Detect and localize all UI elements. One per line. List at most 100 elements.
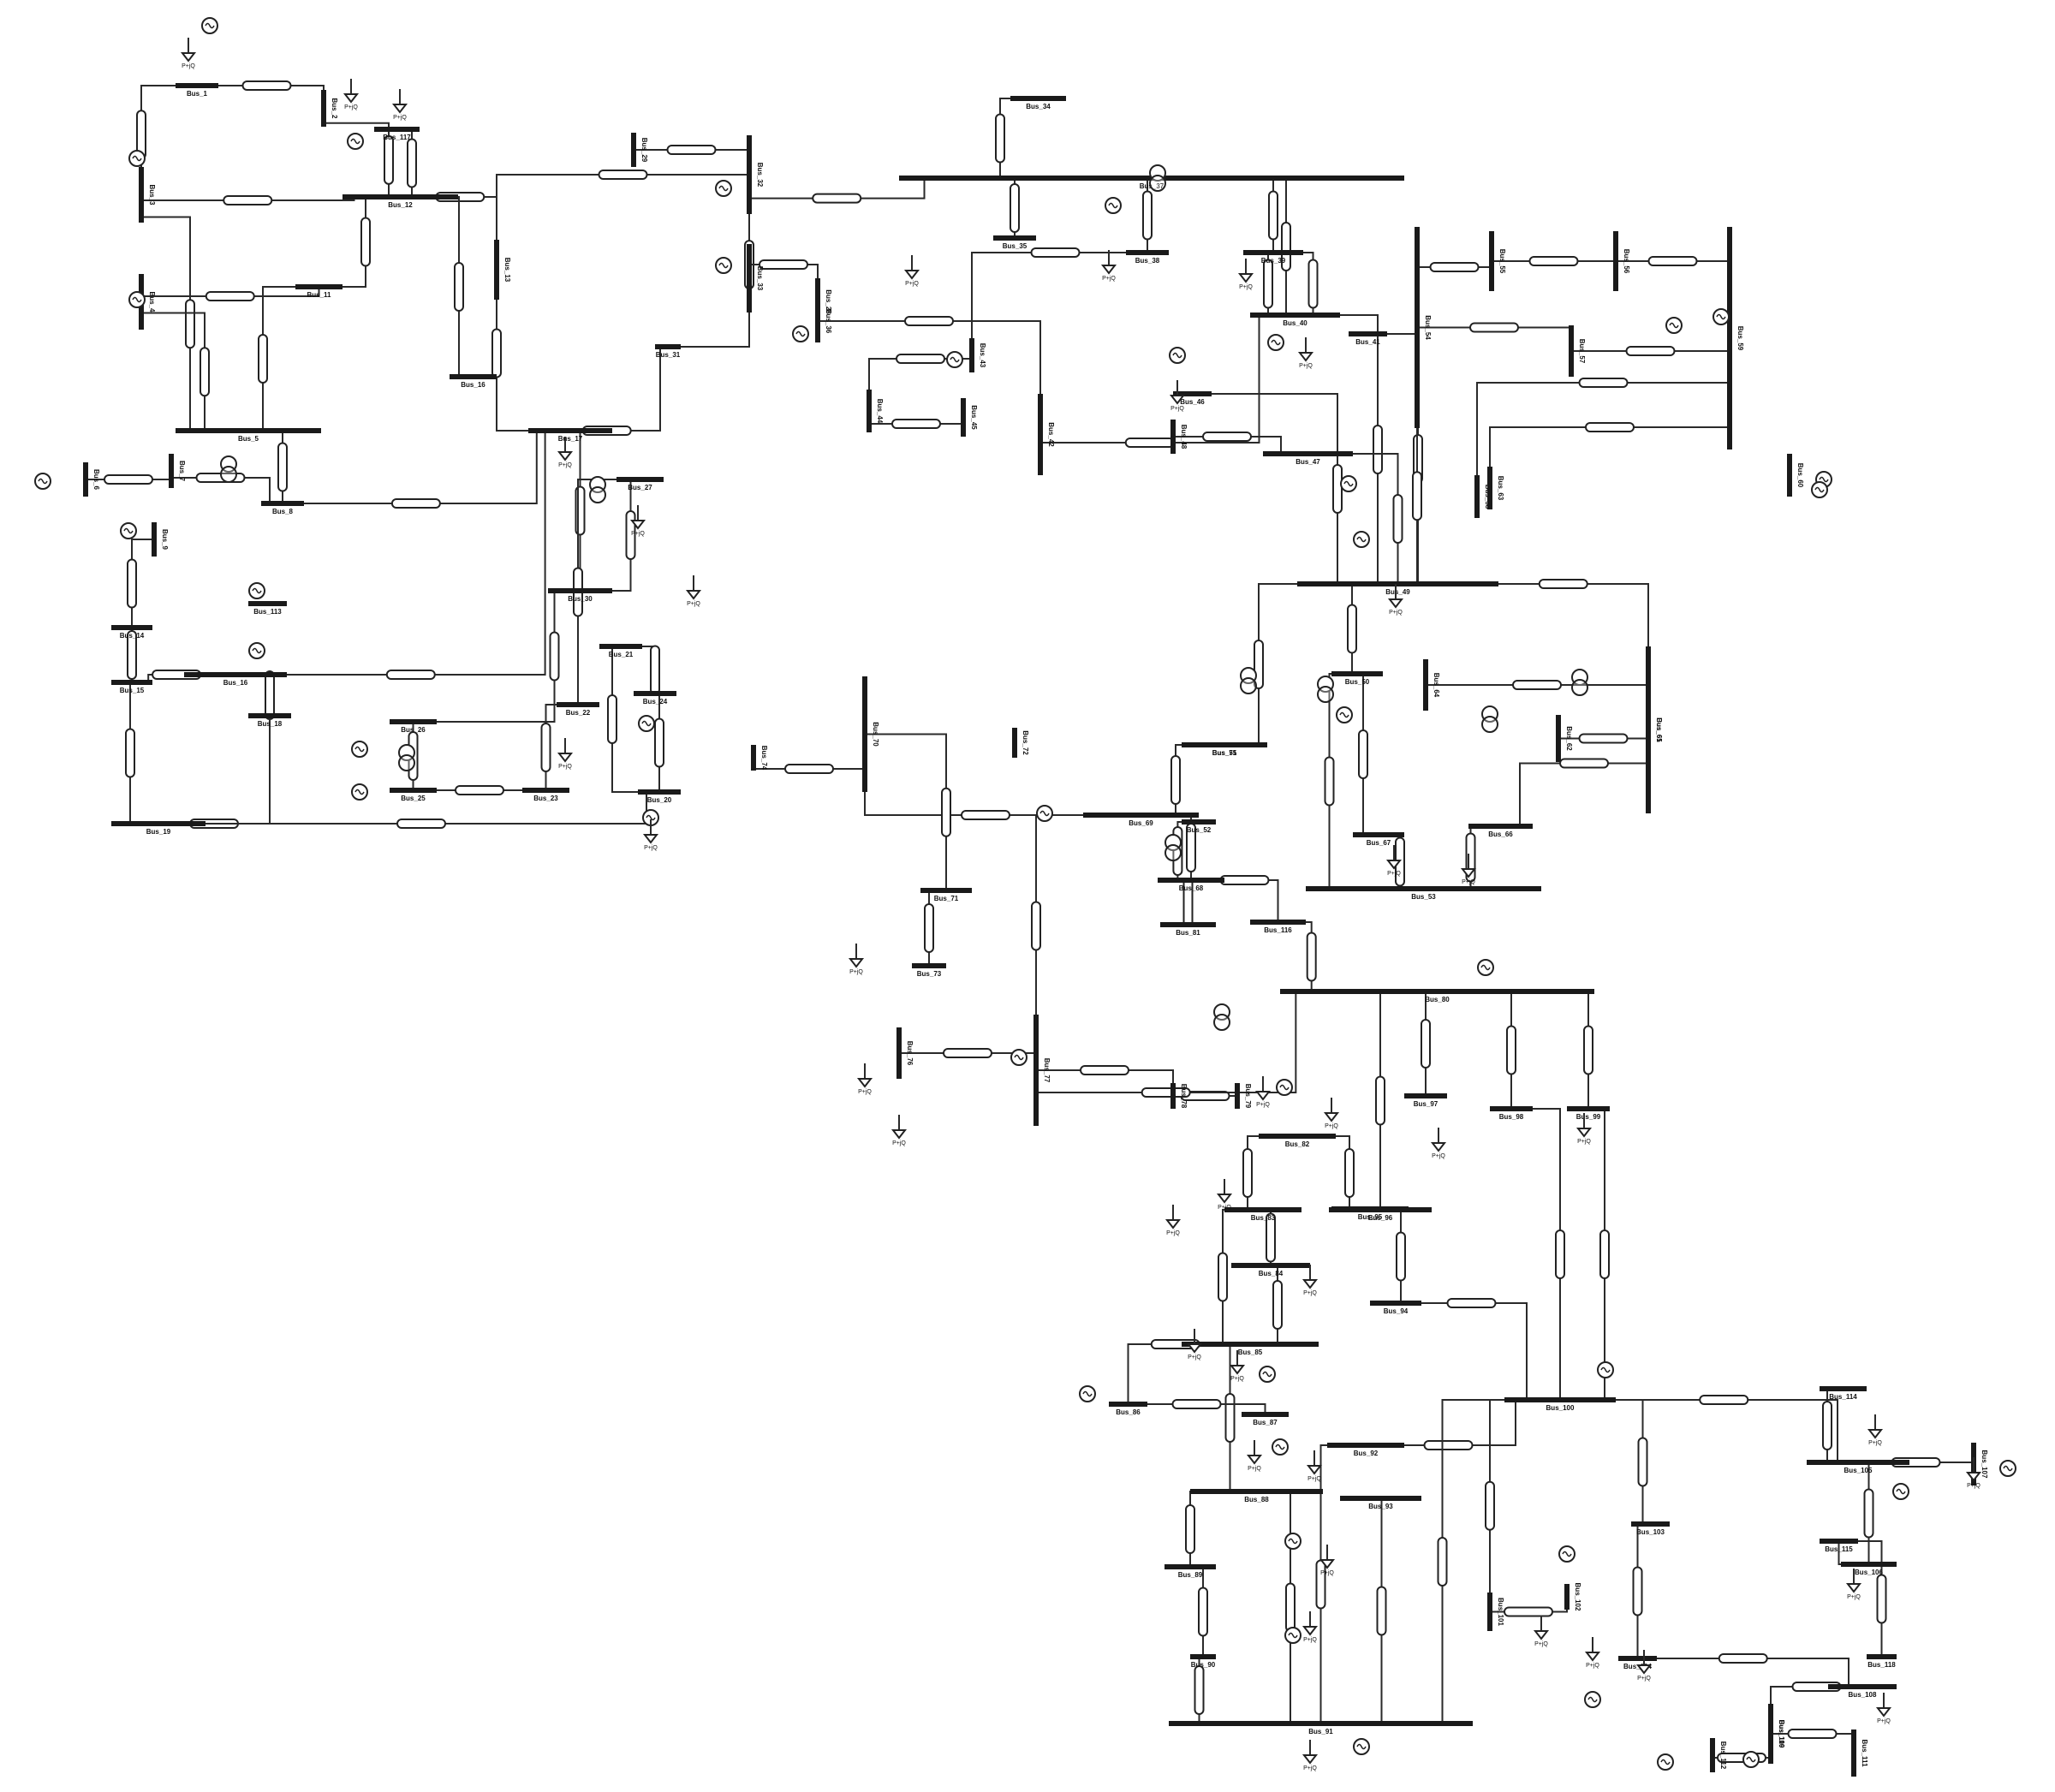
bus-bus_90[interactable]: Bus_90 <box>1190 1654 1216 1669</box>
load-icon[interactable]: P+jQ <box>1845 1569 1862 1600</box>
bus-bus_77[interactable]: Bus_77 <box>1033 1015 1051 1126</box>
transmission-line[interactable] <box>1031 814 1095 1037</box>
generator-icon[interactable] <box>1010 1049 1028 1066</box>
bus-bus_53[interactable]: Bus_53 <box>1306 886 1541 901</box>
generator-icon[interactable] <box>201 17 218 34</box>
transmission-line[interactable] <box>446 196 464 377</box>
load-icon[interactable]: P+jQ <box>1302 1611 1319 1643</box>
transmission-line[interactable] <box>1416 1298 1528 1400</box>
transmission-line[interactable] <box>1412 408 1438 585</box>
transmission-line[interactable] <box>1304 314 1383 584</box>
transmission-line[interactable] <box>1605 1399 1648 1524</box>
load-icon[interactable]: P+jQ <box>1297 337 1314 369</box>
bus-bus_9[interactable]: Bus_9 <box>152 522 169 557</box>
transmission-line[interactable] <box>1571 346 1730 360</box>
bus-bus_102[interactable]: Bus_102 <box>1564 1583 1581 1611</box>
load-icon[interactable]: P+jQ <box>1867 1414 1884 1446</box>
transmission-line[interactable] <box>427 591 560 723</box>
load-icon[interactable]: P+jQ <box>848 944 865 975</box>
bus-bus_24[interactable]: Bus_24 <box>634 691 676 705</box>
bus-bus_29[interactable]: Bus_29 <box>631 133 648 167</box>
bus-bus_99[interactable]: Bus_99 <box>1567 1106 1610 1121</box>
load-icon[interactable]: P+jQ <box>1576 1113 1593 1145</box>
generator-icon[interactable] <box>638 715 655 732</box>
transmission-line[interactable] <box>1127 1339 1224 1404</box>
bus-bus_20[interactable]: Bus_20 <box>638 789 681 804</box>
transmission-line[interactable] <box>818 316 1041 419</box>
generator-icon[interactable] <box>1353 531 1370 548</box>
bus-bus_59[interactable]: Bus_59 <box>1727 227 1744 449</box>
generator-icon[interactable] <box>351 783 368 801</box>
bus-bus_1[interactable]: Bus_1 <box>176 83 218 98</box>
generator-icon[interactable] <box>1105 197 1122 214</box>
bus-bus_115[interactable]: Bus_115 <box>1820 1539 1858 1553</box>
transmission-line[interactable] <box>1610 1395 1838 1462</box>
generator-icon[interactable] <box>1584 1691 1601 1708</box>
transmission-line[interactable] <box>749 259 819 293</box>
bus-bus_55[interactable]: Bus_55 <box>1489 231 1506 291</box>
transmission-line[interactable] <box>1546 991 1593 1109</box>
transmission-line[interactable] <box>1211 875 1279 922</box>
load-icon[interactable]: P+jQ <box>685 575 702 607</box>
bus-bus_106[interactable]: Bus_106 <box>1841 1562 1897 1576</box>
bus-bus_60[interactable]: Bus_60 <box>1787 454 1804 497</box>
transmission-line[interactable] <box>1468 991 1516 1109</box>
bus-bus_50[interactable]: Bus_50 <box>1331 671 1383 686</box>
load-icon[interactable]: P+jQ <box>1460 854 1477 885</box>
transformer-icon[interactable] <box>589 476 606 503</box>
generator-icon[interactable] <box>1712 308 1730 325</box>
transmission-line[interactable] <box>277 431 546 680</box>
generator-icon[interactable] <box>1036 805 1053 822</box>
bus-bus_67[interactable]: Bus_67 <box>1353 832 1404 847</box>
bus-bus_44[interactable]: Bus_44 <box>867 390 884 432</box>
transmission-line[interactable] <box>127 628 137 682</box>
transmission-line[interactable] <box>136 85 188 184</box>
bus-bus_117[interactable]: Bus_117 <box>374 127 420 141</box>
bus-bus_79[interactable]: Bus_79 <box>1235 1083 1252 1109</box>
transmission-line[interactable] <box>1307 453 1403 584</box>
generator-icon[interactable] <box>1284 1533 1302 1550</box>
bus-bus_78[interactable]: Bus_78 <box>1170 1083 1188 1109</box>
load-icon[interactable]: P+jQ <box>1533 1616 1550 1647</box>
transmission-line[interactable] <box>1588 1108 1610 1400</box>
transmission-line[interactable] <box>1426 680 1649 697</box>
bus-bus_19[interactable]: Bus_19 <box>111 821 206 836</box>
transmission-line[interactable] <box>423 192 497 252</box>
transmission-line[interactable] <box>974 177 1020 238</box>
bus-bus_62[interactable]: Bus_62 <box>1556 715 1573 762</box>
transmission-line[interactable] <box>1492 249 1617 266</box>
generator-icon[interactable] <box>715 180 732 197</box>
transmission-line[interactable] <box>158 716 271 829</box>
bus-bus_11[interactable]: Bus_11 <box>295 284 342 299</box>
transmission-line[interactable] <box>668 182 754 348</box>
transformer-icon[interactable] <box>1164 834 1182 861</box>
load-icon[interactable]: P+jQ <box>1387 584 1404 616</box>
bus-bus_82[interactable]: Bus_82 <box>1259 1134 1336 1148</box>
load-icon[interactable]: P+jQ <box>1635 1650 1653 1682</box>
bus-bus_16[interactable]: Bus_16 <box>184 672 287 687</box>
generator-icon[interactable] <box>1999 1460 2016 1477</box>
bus-bus_98[interactable]: Bus_98 <box>1490 1106 1533 1121</box>
bus-bus_97[interactable]: Bus_97 <box>1404 1093 1447 1108</box>
bus-bus_86[interactable]: Bus_86 <box>1109 1402 1147 1416</box>
bus-bus_105[interactable]: Bus_105 <box>1807 1460 1909 1474</box>
transformer-icon[interactable] <box>1240 667 1257 694</box>
load-icon[interactable]: P+jQ <box>1186 1329 1203 1360</box>
bus-bus_83[interactable]: Bus_83 <box>1224 1207 1302 1222</box>
bus-bus_31[interactable]: Bus_31 <box>655 344 681 359</box>
bus-bus_64[interactable]: Bus_64 <box>1423 659 1440 711</box>
generator-icon[interactable] <box>347 133 364 150</box>
bus-bus_92[interactable]: Bus_92 <box>1327 1443 1404 1457</box>
bus-bus_80[interactable]: Bus_80 <box>1280 989 1594 1003</box>
bus-bus_63[interactable]: Bus_63 <box>1487 467 1504 509</box>
transmission-line[interactable] <box>1381 1400 1516 1450</box>
bus-bus_14[interactable]: Bus_14 <box>111 625 152 640</box>
bus-bus_48[interactable]: Bus_48 <box>1170 420 1188 454</box>
bus-bus_93[interactable]: Bus_93 <box>1340 1496 1421 1510</box>
load-icon[interactable]: P+jQ <box>890 1115 908 1146</box>
transmission-line[interactable] <box>865 733 951 891</box>
transmission-line[interactable] <box>1863 1462 1890 1564</box>
bus-bus_12[interactable]: Bus_12 <box>342 194 458 209</box>
load-icon[interactable]: P+jQ <box>557 738 574 770</box>
load-icon[interactable]: P+jQ <box>1254 1076 1272 1108</box>
